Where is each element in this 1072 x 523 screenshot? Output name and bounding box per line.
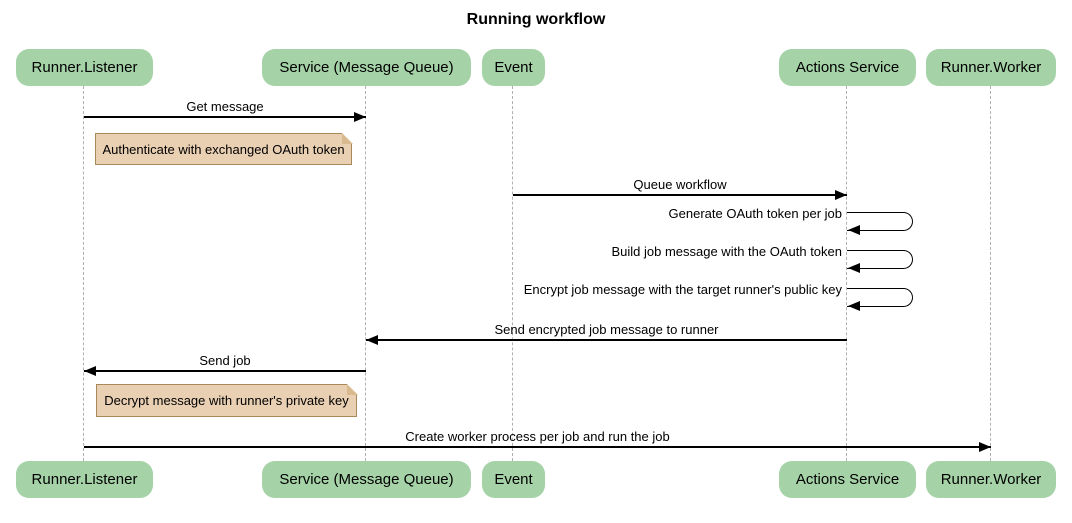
message-line-send-job (84, 370, 366, 372)
actor-bottom-runner-worker: Runner.Worker (926, 461, 1056, 498)
lifeline-runner-worker (990, 86, 992, 461)
message-label-generate-token: Generate OAuth token per job (668, 206, 842, 221)
note-decrypt-text: Decrypt message with runner's private ke… (104, 393, 349, 408)
note-authenticate: Authenticate with exchanged OAuth token (95, 132, 353, 165)
self-arrow-build-job-message (847, 250, 913, 269)
arrowhead-encrypt-job-message (848, 301, 860, 311)
message-label-get-message: Get message (186, 99, 264, 114)
lifeline-actions-service (846, 86, 848, 461)
actor-bottom-event: Event (482, 461, 545, 498)
message-label-send-job: Send job (199, 353, 251, 368)
self-arrow-generate-token (847, 212, 913, 231)
actor-bottom-runner-listener: Runner.Listener (16, 461, 153, 498)
actor-bottom-actions-service: Actions Service (779, 461, 916, 498)
arrowhead-send-job (84, 366, 96, 376)
note-fold-icon (346, 383, 358, 395)
message-line-send-encrypted (366, 339, 847, 341)
message-label-send-encrypted: Send encrypted job message to runner (494, 322, 719, 337)
arrowhead-create-worker (979, 442, 991, 452)
lifeline-event (512, 86, 514, 461)
message-line-create-worker (84, 446, 991, 448)
diagram-title: Running workflow (466, 11, 606, 28)
lifeline-service-message-queue (365, 86, 367, 461)
actor-top-event: Event (482, 49, 545, 86)
actor-top-runner-listener: Runner.Listener (16, 49, 153, 86)
message-line-get-message (84, 116, 366, 118)
arrowhead-generate-token (848, 225, 860, 235)
arrowhead-build-job-message (848, 263, 860, 273)
arrowhead-queue-workflow (835, 190, 847, 200)
actor-top-actions-service: Actions Service (779, 49, 916, 86)
note-authenticate-text: Authenticate with exchanged OAuth token (102, 141, 345, 157)
actor-top-service-message-queue: Service (Message Queue) (262, 49, 471, 86)
note-decrypt: Decrypt message with runner's private ke… (96, 383, 358, 417)
arrowhead-get-message (354, 112, 366, 122)
message-line-queue-workflow (513, 194, 847, 196)
note-fold-icon (341, 132, 353, 144)
message-label-build-job-message: Build job message with the OAuth token (611, 244, 842, 259)
self-arrow-encrypt-job-message (847, 288, 913, 307)
message-label-encrypt-job-message: Encrypt job message with the target runn… (523, 282, 842, 297)
message-label-queue-workflow: Queue workflow (633, 177, 727, 192)
actor-top-runner-worker: Runner.Worker (926, 49, 1056, 86)
arrowhead-send-encrypted (366, 335, 378, 345)
actor-bottom-service-message-queue: Service (Message Queue) (262, 461, 471, 498)
message-label-create-worker: Create worker process per job and run th… (405, 429, 670, 444)
lifeline-runner-listener (83, 86, 85, 461)
